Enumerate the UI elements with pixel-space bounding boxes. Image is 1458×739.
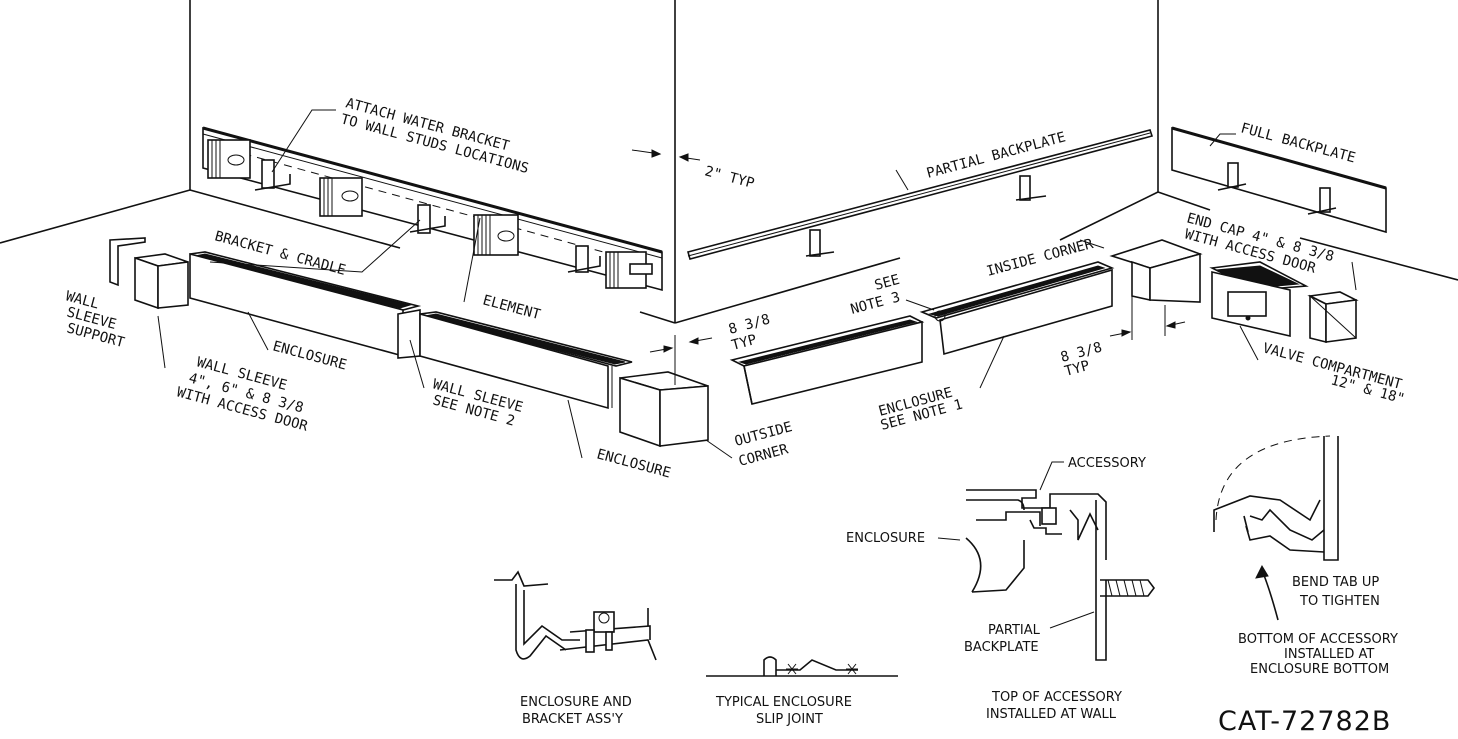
enclosure-middle — [419, 311, 633, 410]
room-walls — [0, 0, 1458, 324]
catalog-number: CAT-72782B — [1218, 706, 1391, 737]
full-backplate — [1171, 126, 1387, 234]
label-element: ELEMENT — [481, 292, 543, 323]
wall-sleeve-support — [109, 237, 146, 287]
enclosure-note1 — [919, 261, 1115, 356]
label-enclosure-detail: ENCLOSURE — [846, 531, 925, 546]
label-partial-backplate-d2: BACKPLATE — [964, 640, 1039, 655]
inside-corner — [1109, 239, 1203, 303]
label-top-acc-2: INSTALLED AT WALL — [986, 707, 1117, 722]
label-enc-bracket-2: BRACKET ASS'Y — [522, 712, 623, 727]
wall-sleeve-middle — [397, 309, 421, 359]
label-enclosure-left: ENCLOSURE — [271, 338, 348, 373]
label-838b-2: TYP — [1063, 358, 1092, 380]
label-see-note3-2: NOTE 3 — [849, 289, 902, 318]
label-see-note3-1: SEE — [873, 272, 902, 294]
valve-compartment — [1307, 291, 1359, 344]
outside-corner — [619, 371, 709, 448]
wall-sleeve-left — [134, 253, 189, 310]
diagram-labels: ATTACH WATER BRACKET TO WALL STUDS LOCAT… — [64, 95, 1406, 737]
label-bend-tab-2: TO TIGHTEN — [1299, 594, 1380, 609]
wall-brackets-left — [254, 159, 601, 273]
leader-lines — [157, 109, 1357, 459]
label-2-typ: 2" TYP — [703, 163, 756, 192]
dimension-2in — [631, 149, 701, 162]
detail-bottom-of-accessory — [1213, 435, 1339, 621]
label-838-2: TYP — [730, 332, 759, 354]
detail-enclosure-bracket — [494, 570, 657, 661]
detail-slip-joint — [706, 656, 898, 677]
enclosure-left — [189, 251, 422, 358]
label-accessory: ACCESSORY — [1068, 456, 1146, 471]
end-cap — [1209, 261, 1309, 338]
label-slip-joint-1: TYPICAL ENCLOSURE — [715, 695, 852, 710]
label-bottom-acc-1: BOTTOM OF ACCESSORY — [1238, 632, 1398, 647]
dimension-838-right — [1109, 296, 1186, 340]
label-bottom-acc-2: INSTALLED AT — [1284, 647, 1374, 662]
partial-backplate-rail — [687, 129, 1154, 260]
detail-top-of-accessory — [937, 461, 1155, 661]
label-enc-bracket-1: ENCLOSURE AND — [520, 695, 632, 710]
dimension-838-left — [649, 335, 713, 385]
label-top-acc-1: TOP OF ACCESSORY — [991, 690, 1122, 705]
label-bend-tab-1: BEND TAB UP — [1292, 575, 1379, 590]
label-partial-backplate-d1: PARTIAL — [988, 623, 1041, 638]
enclosure-mid-wall — [729, 315, 925, 405]
label-slip-joint-2: SLIP JOINT — [756, 712, 823, 727]
left-wall-backplate — [202, 126, 663, 292]
label-enclosure-mid: ENCLOSURE — [595, 446, 672, 481]
label-bottom-acc-3: ENCLOSURE BOTTOM — [1250, 662, 1389, 677]
heating-element-fins — [207, 139, 653, 289]
